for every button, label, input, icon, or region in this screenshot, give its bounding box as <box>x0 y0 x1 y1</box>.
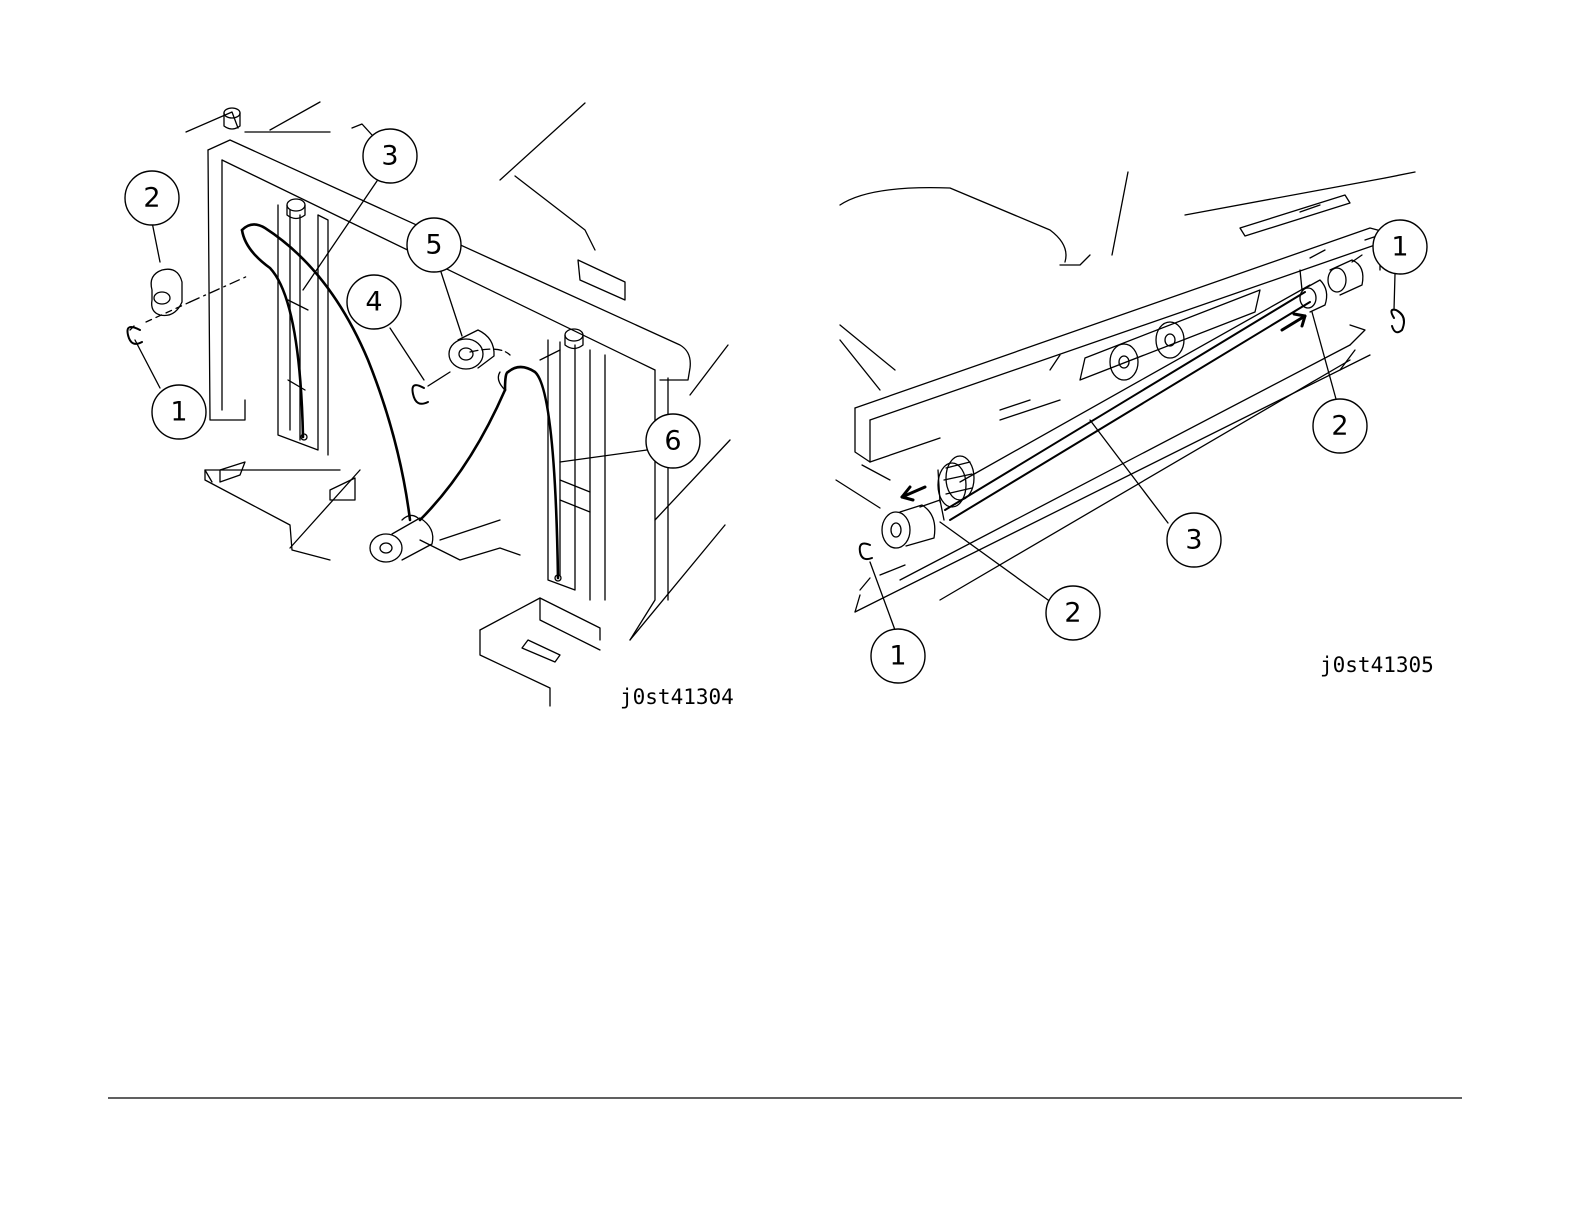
callout-1: 1 <box>152 385 206 439</box>
callout-3-label: 3 <box>381 141 398 172</box>
callout-2-left: 2 <box>1046 586 1100 640</box>
figure-left-callouts: 2 1 3 4 5 6 <box>125 129 700 468</box>
callout-1-right-label: 1 <box>1391 232 1408 263</box>
callout-6: 6 <box>646 414 700 468</box>
callout-1-left: 1 <box>871 629 925 683</box>
callout-2-label: 2 <box>143 183 160 214</box>
callout-6-label: 6 <box>664 426 681 457</box>
figure-right-id: j0st41305 <box>1320 653 1434 677</box>
callout-5-label: 5 <box>425 230 442 261</box>
callout-4: 4 <box>347 275 401 329</box>
callout-5: 5 <box>407 218 461 272</box>
callout-1-label: 1 <box>170 397 187 428</box>
callout-2: 2 <box>125 171 179 225</box>
callout-1-left-label: 1 <box>889 641 906 672</box>
figure-right-callouts: 1 1 2 2 3 <box>871 220 1427 683</box>
callout-1-right: 1 <box>1373 220 1427 274</box>
figure-left-id: j0st41304 <box>620 685 734 709</box>
callout-3-right: 3 <box>1167 513 1221 567</box>
callout-2-right: 2 <box>1313 399 1367 453</box>
callout-4-label: 4 <box>365 287 382 318</box>
callout-3-right-label: 3 <box>1185 525 1202 556</box>
callout-2-right-label: 2 <box>1331 411 1348 442</box>
callout-2-left-label: 2 <box>1064 598 1081 629</box>
callout-3: 3 <box>363 129 417 183</box>
figure-left-exploded-view <box>128 102 731 706</box>
